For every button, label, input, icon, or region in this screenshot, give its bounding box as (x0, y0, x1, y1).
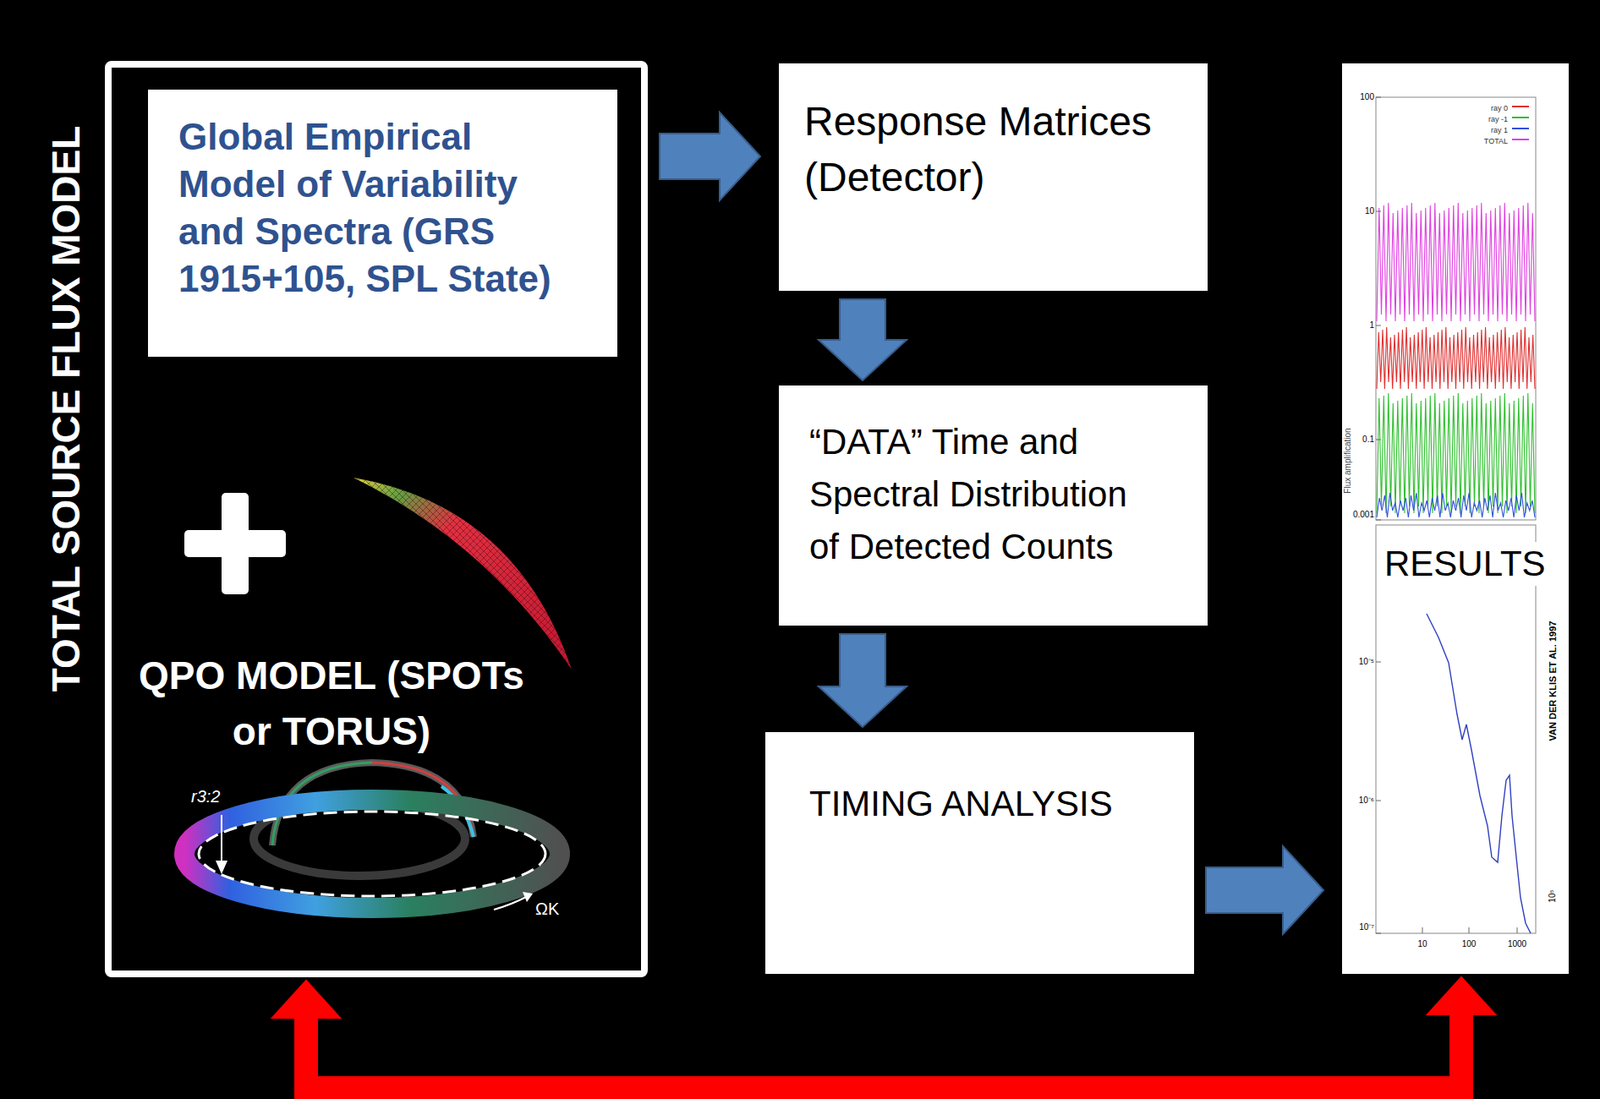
results-plot (1342, 63, 1569, 975)
legend-line (1512, 138, 1529, 141)
axis-label: 100 (1347, 92, 1375, 103)
process-box: “DATA” Time and Spectral Distribution of… (778, 385, 1208, 626)
legend-text: ray 0 (1460, 103, 1508, 114)
radius-arrow (220, 815, 223, 865)
light-curve (1376, 493, 1535, 518)
light-curve (1376, 393, 1535, 514)
process-box: TIMING ANALYSIS (765, 732, 1195, 975)
model-group: QPO MODEL (SPOTs or TORUS) Global Empiric… (104, 60, 648, 978)
tick (1375, 800, 1381, 802)
group-title: QPO MODEL (SPOTs or TORUS) (136, 647, 527, 760)
block-arrow (1205, 846, 1324, 935)
block-arrow (272, 977, 1496, 1099)
block-arrow (818, 634, 907, 728)
side-title: TOTAL SOURCE FLUX MODEL (43, 116, 90, 701)
symbol-label: ΩK (535, 898, 570, 920)
tick (1375, 933, 1381, 935)
orbit-dashed (198, 811, 546, 897)
axis-label: 1 (1347, 320, 1375, 331)
axis-label: 10⁻⁵ (1345, 657, 1375, 668)
tick (1375, 439, 1381, 441)
light-curve (1376, 327, 1535, 390)
axis-label: 10 (1413, 939, 1431, 950)
legend-line (1511, 124, 1530, 133)
rotation-arrow (493, 896, 528, 910)
legend-row: ray 1 (1460, 124, 1534, 136)
tick (1422, 927, 1424, 934)
axis-label: 10⁻⁶ (1345, 795, 1375, 806)
box-text: TIMING ANALYSIS (809, 778, 1169, 831)
legend-text: ray -1 (1460, 114, 1508, 125)
axis-label: 0.001 (1347, 509, 1375, 521)
spot-crescent (353, 477, 572, 670)
results-panel: RESULTS1001010.10.001Flux amplification1… (1342, 63, 1569, 975)
legend-text: ray 1 (1460, 125, 1508, 136)
block-arrow (818, 299, 907, 381)
power-spectrum (1426, 613, 1531, 934)
legend-line (1512, 116, 1529, 119)
rotation-arrow (522, 892, 533, 903)
legend-line (1511, 102, 1530, 111)
box-text: Response Matrices (Detector) (804, 93, 1183, 206)
axis-label: Flux amplification (1342, 410, 1354, 512)
plot-frame (1375, 97, 1536, 521)
box-text: “DATA” Time and Spectral Distribution of… (809, 416, 1157, 574)
tick (1375, 97, 1381, 99)
tick (1375, 325, 1381, 327)
legend-line (1511, 113, 1530, 122)
tick (1375, 520, 1381, 521)
tick (1517, 927, 1518, 934)
panel-title: RESULTS (1380, 542, 1550, 587)
tick (1468, 927, 1470, 934)
legend-row: TOTAL (1460, 135, 1534, 147)
symbol-label: r3:2 (191, 786, 234, 807)
legend-row: ray 0 (1460, 102, 1534, 114)
light-curves (1376, 202, 1535, 518)
axis-label: 100 (1458, 939, 1480, 950)
tick (1375, 211, 1381, 213)
radius-arrow (215, 860, 228, 875)
tick (1375, 662, 1381, 664)
legend-line (1512, 105, 1529, 108)
spot-mesh (353, 477, 572, 670)
legend-text: TOTAL (1460, 136, 1508, 147)
legend-line (1511, 135, 1530, 144)
axis-label: 10⁵ (1547, 883, 1558, 910)
tick-marks (1375, 97, 1518, 934)
block-arrow (659, 112, 761, 201)
light-curve (1376, 202, 1535, 322)
plot-frame (1375, 525, 1536, 934)
axis-label: 10⁻⁷ (1345, 922, 1375, 933)
axis-label: VAN DER KLIS ET AL. 1997 (1547, 596, 1559, 766)
axis-label: 1000 (1503, 939, 1531, 950)
box-text: Global Empirical Model of Variability an… (178, 113, 584, 303)
plus-sign (221, 493, 249, 595)
axis-label: 10 (1347, 206, 1375, 217)
legend-row: ray -1 (1460, 113, 1534, 125)
legend-line (1512, 127, 1529, 130)
model-box: Global Empirical Model of Variability an… (147, 89, 618, 357)
process-box: Response Matrices (Detector) (778, 63, 1208, 291)
torus-ring (184, 800, 560, 909)
